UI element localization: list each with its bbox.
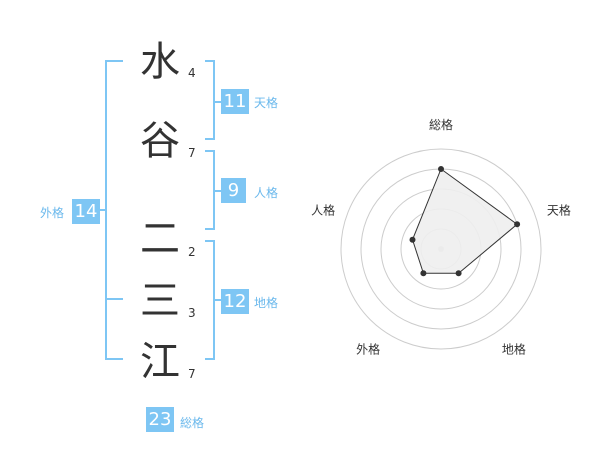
jinkaku-label: 人格 [254,186,279,200]
tenkaku-badge: 11 [221,89,249,114]
chikaku-label: 地格 [254,296,279,310]
gaikaku-bracket [105,60,123,360]
radar-point-1 [438,166,444,172]
stroke-count-3: 2 [188,245,196,259]
gaikaku-label: 外格 [40,206,65,220]
radar-point-5 [409,236,416,243]
tenkaku-bracket-tick [214,101,222,103]
jinkaku-badge: 9 [221,178,246,203]
radar-axis-label-3: 地格 [502,341,526,356]
tenkaku-bracket [205,60,215,140]
stroke-count-4: 3 [188,306,196,320]
gaikaku-bracket-split [105,298,123,300]
soukaku-badge: 23 [146,407,174,432]
radar-point-3 [455,270,462,277]
name-char-3: 二 [140,216,180,262]
radar-ring-5 [340,148,542,350]
jinkaku-bracket-tick [214,190,222,192]
soukaku-label: 総格 [180,416,205,430]
name-char-2: 谷 [140,118,180,164]
radar-polygon [411,168,518,274]
gaikaku-bracket-tick [94,209,106,211]
radar-point-4 [420,270,427,277]
radar-axis-label-4: 外格 [356,341,380,356]
chikaku-bracket-tick [214,299,222,301]
chikaku-badge: 12 [221,289,249,314]
gaikaku-badge: 14 [72,199,100,224]
stroke-count-1: 4 [188,66,196,80]
name-char-5: 江 [140,339,180,385]
name-char-1: 水 [140,39,180,85]
stroke-count-5: 7 [188,367,196,381]
radar-axis-label-5: 人格 [311,203,335,218]
tenkaku-label: 天格 [254,96,279,110]
name-char-4: 三 [140,278,180,324]
radar-axis-label-1: 総格 [429,117,453,132]
radar-axis-label-2: 天格 [547,203,571,218]
stroke-count-2: 7 [188,146,196,160]
radar-point-2 [514,221,521,228]
